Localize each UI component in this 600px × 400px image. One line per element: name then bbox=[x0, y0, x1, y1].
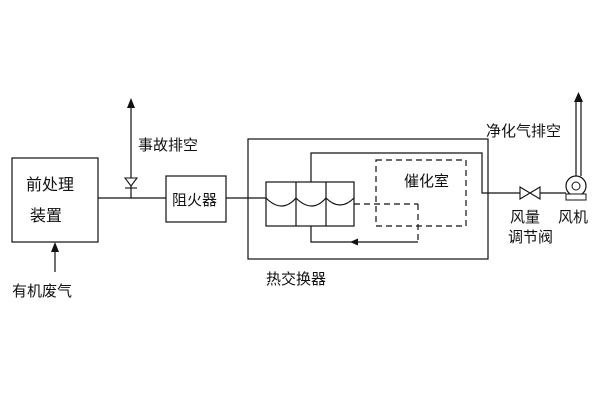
fan-label: 风机 bbox=[558, 208, 589, 226]
fan-icon bbox=[565, 175, 587, 201]
heat-exchanger-label: 热交换器 bbox=[266, 270, 327, 288]
pretreatment-label-line1: 前处理 bbox=[26, 175, 75, 194]
pretreatment-box bbox=[11, 157, 99, 243]
catalytic-chamber-label: 催化室 bbox=[404, 172, 450, 190]
damper-label-line2: 调节阀 bbox=[508, 228, 554, 246]
emergency-valve-icon bbox=[123, 177, 139, 189]
clean-gas-vent-stack bbox=[574, 92, 583, 176]
equipment-enclosure bbox=[247, 138, 489, 260]
gas-circulation-loop bbox=[310, 152, 520, 246]
organic-waste-gas-label: 有机废气 bbox=[12, 282, 73, 300]
organic-gas-inlet-arrow bbox=[51, 242, 59, 272]
pretreatment-label-line2: 装置 bbox=[30, 206, 63, 225]
emergency-vent-label: 事故排空 bbox=[138, 136, 199, 154]
flame-arrester-box bbox=[165, 175, 227, 223]
heat-exchanger-block bbox=[265, 181, 355, 227]
damper-valve-icon bbox=[519, 186, 541, 200]
flame-arrester-label: 阻火器 bbox=[172, 191, 218, 209]
catalytic-chamber-box bbox=[375, 159, 467, 227]
clean-gas-vent-label: 净化气排空 bbox=[486, 122, 562, 140]
damper-label-line1: 风量 bbox=[510, 208, 541, 226]
